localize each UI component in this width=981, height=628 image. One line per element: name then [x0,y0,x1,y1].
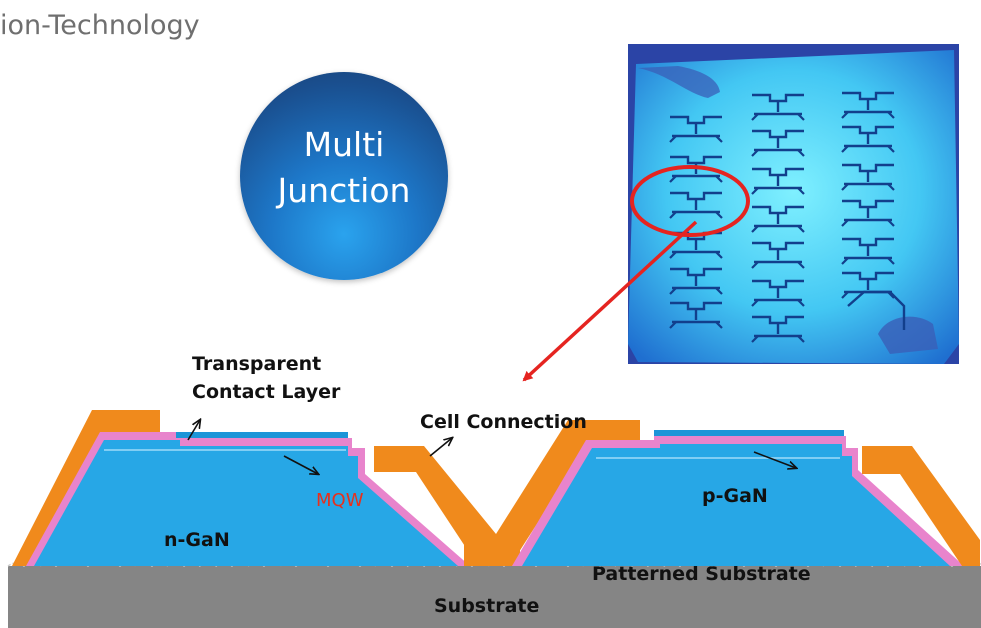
p-gan-label: p-GaN [702,485,768,507]
left-ngan-layer [34,440,458,566]
substrate-layer [8,566,981,628]
transparent-label-line2: Contact Layer [192,381,341,403]
transparent-contact-layer [176,432,348,438]
circle-line-1: Multi [303,125,385,164]
tcl-pointer-arrow [187,420,200,441]
multi-junction-circle: Multi Junction [240,72,448,280]
highlight-ellipse [630,165,750,237]
header-title-fragment: ion-Technology [0,10,200,41]
right-pgan-layer [522,444,950,566]
pgan-direction-arrow [753,451,796,468]
patterned-substrate-label: Patterned Substrate [592,563,811,585]
led-array-photo [628,44,959,364]
transparent-label-line1: Transparent [192,353,321,375]
mqw-direction-arrow [283,455,318,474]
cell-connection-metal [374,420,640,566]
substrate-label: Substrate [434,595,539,617]
mqw-label: MQW [316,490,364,511]
led-cell-pattern [668,91,906,344]
cell-connection-label: Cell Connection [420,411,587,433]
n-gan-label: n-GaN [164,529,230,551]
cell-connection-pointer-arrow [429,438,452,457]
photo-to-section-arrow [522,220,698,382]
multi-junction-label: Multi Junction [240,122,448,214]
right-contact-metal [862,446,980,566]
circle-line-2: Junction [277,171,411,210]
